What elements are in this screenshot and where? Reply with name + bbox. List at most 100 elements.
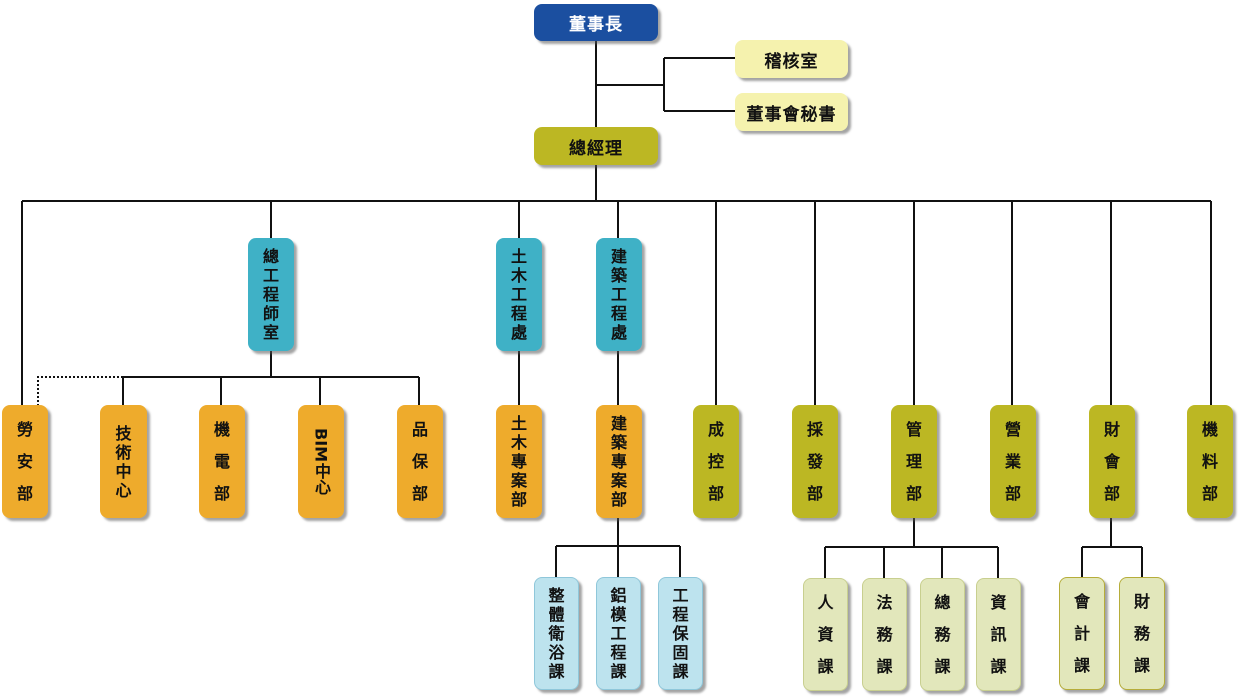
- node-label-char: 築: [610, 433, 627, 452]
- node-business-dept: 營業部: [990, 405, 1036, 518]
- node-label-char: 法: [876, 593, 893, 613]
- node-arch-project-dept: 建築專案部: [596, 405, 642, 518]
- node-label-char: 課: [548, 662, 565, 681]
- node-board-secretary: 董事會秘書: [735, 93, 848, 131]
- node-cost-control-dept: 成控部: [693, 405, 739, 518]
- node-label-char: 工: [610, 285, 627, 304]
- dotted-line-labor: [37, 376, 123, 405]
- node-label-char: 心: [115, 480, 132, 500]
- node-label-char: 部: [610, 490, 627, 509]
- node-label-char: 課: [876, 656, 893, 676]
- node-label-char: 模: [610, 605, 627, 624]
- node-label-char: 木: [510, 266, 527, 285]
- node-label-char: 資: [990, 593, 1007, 613]
- node-label-char: 訊: [990, 624, 1007, 644]
- node-tech-center: 技術中心: [100, 405, 147, 518]
- node-label-char: 程: [262, 285, 279, 304]
- node-label-char: 營: [1004, 419, 1021, 439]
- node-label-char: 鋁: [610, 586, 627, 605]
- node-label-char: 安: [16, 451, 33, 471]
- node-label-char: 課: [1133, 655, 1150, 675]
- node-it-section: 資訊課: [976, 578, 1021, 691]
- node-label-char: 務: [934, 624, 951, 644]
- node-labor-safety-dept: 勞安部: [2, 405, 48, 518]
- node-label-char: 工: [610, 624, 627, 643]
- node-label-char: 電: [213, 451, 230, 471]
- node-accounting-section: 會計課: [1059, 577, 1105, 690]
- node-civil-project-dept: 土木專案部: [496, 405, 542, 518]
- node-label-char: 會: [1073, 592, 1090, 612]
- node-general-manager: 總經理: [534, 127, 658, 165]
- node-label-char: 築: [610, 266, 627, 285]
- node-label-char: 土: [510, 414, 527, 433]
- node-label-char: 機: [1201, 419, 1218, 439]
- node-label-char: 浴: [548, 643, 565, 662]
- node-label-char: 課: [610, 662, 627, 681]
- node-label-char: 務: [1133, 623, 1150, 643]
- node-label-char: 體: [548, 605, 565, 624]
- node-label-char: 處: [610, 323, 627, 342]
- node-label-char: 課: [1073, 655, 1090, 675]
- node-warranty-section: 工程保固課: [658, 577, 703, 690]
- node-label-char: 案: [510, 471, 527, 490]
- node-label-char: 保: [672, 624, 689, 643]
- node-label-char: 課: [990, 656, 1007, 676]
- node-label-char: 部: [905, 484, 922, 504]
- node-procurement-dept: 採發部: [792, 405, 838, 518]
- node-label-char: 課: [672, 662, 689, 681]
- node-label-char: 業: [1004, 451, 1021, 471]
- node-label-char: 採: [806, 419, 823, 439]
- node-label-char: 專: [610, 452, 627, 471]
- node-label-char: 土: [510, 247, 527, 266]
- node-label-char: 工: [262, 266, 279, 285]
- node-label-char: 總: [262, 247, 279, 266]
- node-label-char: 成: [707, 419, 724, 439]
- node-label-char: 課: [934, 656, 951, 676]
- node-label-char: 師: [262, 304, 279, 323]
- node-label-char: 工: [672, 586, 689, 605]
- node-label-char: 機: [213, 419, 230, 439]
- node-chief-engineer-office: 總工程師室: [248, 238, 294, 351]
- bim-label-latin: BIM: [311, 428, 331, 463]
- node-legal-section: 法務課: [862, 578, 907, 691]
- node-label-char: 建: [610, 414, 627, 433]
- node-label-char: 程: [510, 304, 527, 323]
- node-label-char: 程: [610, 643, 627, 662]
- node-label-char: 部: [707, 484, 724, 504]
- node-civil-engineering-office: 土木工程處: [496, 238, 542, 351]
- node-label-char: 整: [548, 586, 565, 605]
- node-label-char: 財: [1133, 592, 1150, 612]
- node-label-char: 部: [1004, 484, 1021, 504]
- node-label-char: 品: [411, 419, 428, 439]
- node-finance-dept: 財會部: [1089, 405, 1135, 518]
- node-management-dept: 管理部: [891, 405, 937, 518]
- node-label-char: 部: [411, 484, 428, 504]
- node-chairman: 董事長: [534, 4, 658, 41]
- node-label-char: 部: [1201, 484, 1218, 504]
- node-label-char: 部: [806, 484, 823, 504]
- node-label-char: 料: [1201, 451, 1218, 471]
- node-label-char: 控: [707, 451, 724, 471]
- node-label-char: 務: [876, 624, 893, 644]
- node-label-char: 理: [905, 451, 922, 471]
- node-bathroom-unit-section: 整體衛浴課: [534, 577, 579, 690]
- node-label-char: 人: [817, 593, 834, 613]
- node-label-char: 計: [1073, 623, 1090, 643]
- node-audit-office: 稽核室: [735, 40, 848, 78]
- node-architecture-engineering-office: 建築工程處: [596, 238, 642, 351]
- node-label-char: 財: [1103, 419, 1120, 439]
- node-label-char: 會: [1103, 451, 1120, 471]
- node-label-char: 程: [672, 605, 689, 624]
- node-label-char: 處: [510, 323, 527, 342]
- node-label-char: 部: [16, 484, 33, 504]
- node-general-affairs-section: 總務課: [920, 578, 965, 691]
- node-quality-dept: 品保部: [397, 405, 443, 518]
- node-label-char: 中: [115, 461, 132, 481]
- node-label-char: 發: [806, 451, 823, 471]
- node-label-char: 管: [905, 419, 922, 439]
- node-mech-elec-dept: 機電部: [199, 405, 245, 518]
- node-label-char: 部: [510, 490, 527, 509]
- node-label-char: 課: [817, 656, 834, 676]
